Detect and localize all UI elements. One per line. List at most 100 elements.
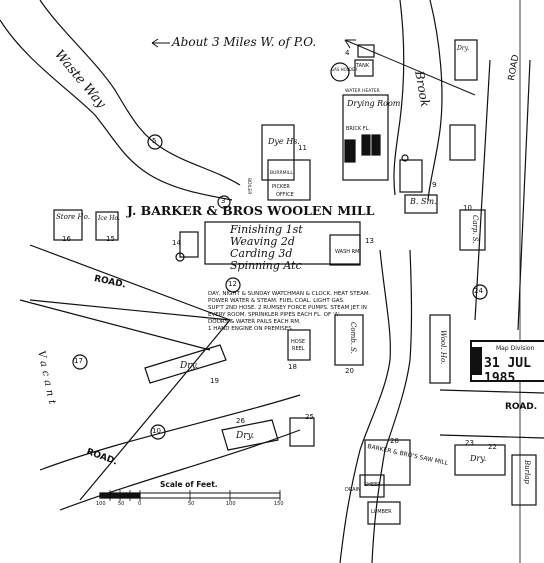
brook-bank-right bbox=[427, 0, 443, 201]
dry-label-2: Dry. bbox=[236, 431, 255, 441]
floor-4: Spinning Atc bbox=[230, 259, 302, 272]
circled-number-3 bbox=[217, 195, 231, 209]
hose-house bbox=[287, 329, 311, 361]
lower-brook-bank-left bbox=[339, 249, 391, 563]
mill-title: J. BARKER & BROS WOOLEN MILL bbox=[127, 203, 375, 218]
num-5: 5 bbox=[152, 137, 157, 145]
mill-floor-list: Finishing 1st Weaving 2d Carding 3d Spin… bbox=[230, 224, 303, 271]
road-right-lower-edge2 bbox=[439, 434, 544, 439]
small-building-right-1 bbox=[454, 39, 478, 81]
office-label: OFFICE bbox=[276, 192, 294, 198]
wool-house-label: Wool. Ho. bbox=[439, 330, 447, 365]
b-sm-building bbox=[404, 194, 438, 214]
burrmill-label: BURRMILL bbox=[270, 171, 293, 176]
dry-house-center bbox=[221, 419, 279, 451]
road-right-lower-edge1 bbox=[439, 389, 544, 394]
round-marker-14 bbox=[175, 252, 185, 262]
mill-annex bbox=[329, 234, 361, 266]
vacant-lot-boundary bbox=[29, 299, 232, 501]
drying-black-2 bbox=[361, 134, 371, 156]
drying-black-1 bbox=[344, 139, 356, 163]
picker-label: PICKER bbox=[272, 184, 290, 190]
num-24: 24 bbox=[474, 287, 483, 295]
circled-number-17 bbox=[72, 354, 88, 370]
road-right-edge1 bbox=[474, 59, 491, 321]
lumber-label: LUMBER bbox=[371, 509, 392, 515]
num-28: 28 bbox=[390, 437, 399, 445]
dry-house-right bbox=[454, 444, 506, 476]
dye-house bbox=[261, 124, 295, 181]
store-ho-label: Store Ho. bbox=[56, 213, 90, 221]
scale-tick-5: 100 bbox=[226, 501, 236, 507]
watch-note-5: DOORS & WATER PAILS EACH RM. bbox=[208, 319, 301, 325]
num-14: 14 bbox=[172, 239, 181, 247]
circled-number-12 bbox=[225, 277, 241, 293]
road-lower-edge2 bbox=[59, 429, 301, 511]
saw-mill bbox=[364, 439, 411, 486]
num-26: 26 bbox=[236, 417, 245, 425]
scale-ticks bbox=[109, 490, 281, 501]
num-13: 13 bbox=[365, 237, 374, 245]
dye-house-label: Dye Hs. bbox=[268, 137, 300, 146]
drying-black-3 bbox=[371, 134, 381, 156]
num-3: 3 bbox=[221, 197, 226, 205]
scale-tick-6: 150 bbox=[274, 501, 284, 507]
small-building-right-2 bbox=[449, 124, 476, 161]
sheep-label: SHEEP bbox=[364, 482, 381, 488]
tank-label: TANK bbox=[356, 63, 370, 69]
scale-tick-labels: 100 50 0 50 100 150 bbox=[96, 502, 286, 510]
dry-label-3: Dry. bbox=[470, 454, 487, 463]
boiler-label: BOILER bbox=[246, 178, 251, 195]
water-heater-label: WATER HEATER bbox=[345, 89, 380, 94]
north-arrow-head bbox=[344, 39, 356, 49]
watch-note-4: EVERY ROOM. SPRINKLER PIPES EACH FL. OF … bbox=[208, 312, 340, 318]
small-box-top bbox=[357, 44, 375, 58]
header-note: About 3 Miles W. of P.O. bbox=[172, 35, 317, 49]
gas-holder-label: GAS HOLDER bbox=[331, 67, 358, 72]
ice-ho-label: Ice Ho. bbox=[98, 215, 120, 222]
num-22: 22 bbox=[488, 443, 497, 451]
num-19: 19 bbox=[210, 377, 219, 385]
lower-brook-bank-right bbox=[371, 249, 413, 563]
lumber-shed bbox=[367, 501, 401, 525]
num-4: 4 bbox=[345, 49, 350, 57]
wool-house bbox=[429, 314, 451, 384]
num-15: 15 bbox=[106, 235, 115, 243]
num-18: 18 bbox=[288, 363, 297, 371]
dry-label-1: Dry. bbox=[180, 361, 199, 371]
gas-holder bbox=[330, 62, 350, 82]
num-23: 23 bbox=[465, 439, 474, 447]
wash-rm-label: WASH RM bbox=[335, 249, 360, 255]
scale-tick-4: 50 bbox=[188, 501, 195, 507]
floor-1: Finishing 1st bbox=[230, 223, 303, 236]
num-10: 10 bbox=[463, 204, 472, 212]
floor-2: Weaving 2d bbox=[230, 235, 295, 248]
num-11: 11 bbox=[298, 144, 307, 152]
shed-near-brook bbox=[399, 159, 423, 193]
small-box-left bbox=[179, 231, 199, 258]
store-house bbox=[53, 209, 83, 241]
num-9: 9 bbox=[432, 181, 437, 189]
scale-tick-1: 100 bbox=[96, 501, 106, 507]
ice-house bbox=[95, 211, 119, 241]
round-marker-9 bbox=[401, 154, 409, 162]
circled-number-24 bbox=[472, 284, 488, 300]
num-12: 12 bbox=[228, 280, 237, 288]
scale-title: Scale of Feet. bbox=[160, 480, 218, 489]
drain-label: DRAIN bbox=[345, 487, 361, 493]
num-20: 20 bbox=[345, 367, 354, 375]
carp-shop-building bbox=[459, 209, 486, 251]
stamp-line1: Map Division bbox=[496, 345, 535, 352]
num-10-circle: 10 bbox=[152, 427, 161, 435]
num-17: 17 bbox=[74, 357, 83, 365]
north-arrow-line bbox=[344, 39, 476, 96]
scale-tick-2: 50 bbox=[118, 501, 125, 507]
waste-way-bank-upper bbox=[39, 0, 241, 186]
road-left-edge2 bbox=[19, 299, 211, 351]
comb-shop-label: Comb. S. bbox=[349, 322, 357, 354]
hose-label: HOSE bbox=[291, 339, 306, 345]
date-stamp: Map Division 31 JUL 1985 bbox=[470, 340, 544, 386]
road-right-mid-label: ROAD. bbox=[505, 402, 538, 412]
brook-bank-left bbox=[393, 0, 405, 196]
